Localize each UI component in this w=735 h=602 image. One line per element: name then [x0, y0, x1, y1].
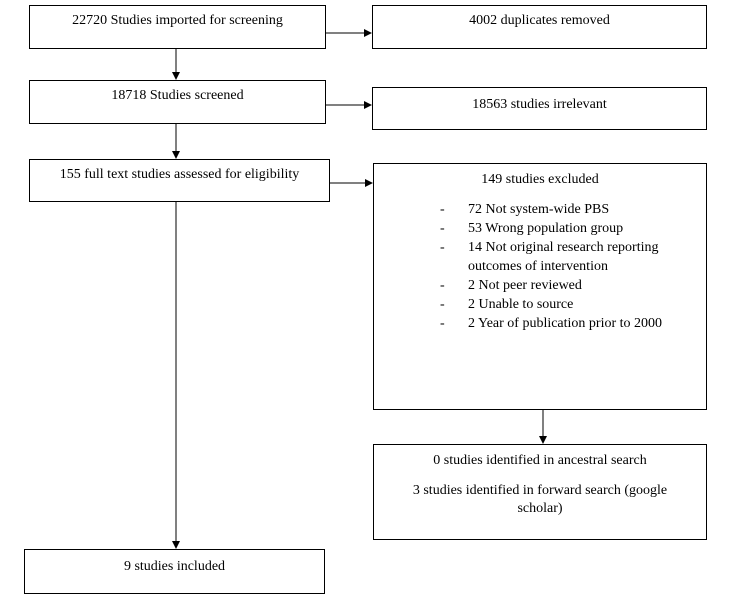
- ancestral-search-label: 0 studies identified in ancestral search: [433, 453, 647, 468]
- forward-search-label: 3 studies identified in forward search (…: [412, 483, 668, 516]
- exclusion-reason-item: - 72 Not system-wide PBS: [374, 200, 706, 219]
- exclusion-reason-text: 53 Wrong population group: [468, 221, 624, 236]
- included-box: 9 studies included: [24, 549, 325, 594]
- excluded-title: 149 studies excluded: [481, 172, 599, 187]
- exclusion-reason-text: 2 Not peer reviewed: [468, 278, 582, 293]
- imported-box: 22720 Studies imported for screening: [29, 5, 326, 49]
- exclusion-reason-text: 2 Unable to source: [468, 297, 574, 312]
- dash-bullet: -: [440, 316, 445, 331]
- exclusion-reason-item: - 14 Not original research reporting outc…: [374, 238, 706, 276]
- irrelevant-label: 18563 studies irrelevant: [472, 97, 607, 112]
- exclusion-reasons-list: - 72 Not system-wide PBS - 53 Wrong popula…: [374, 200, 706, 333]
- included-label: 9 studies included: [123, 559, 226, 574]
- dash-bullet: -: [440, 240, 445, 255]
- fulltext-label: 155 full text studies assessed for eligi…: [59, 167, 300, 182]
- irrelevant-box: 18563 studies irrelevant: [372, 87, 707, 130]
- exclusion-reason-text: 2 Year of publication prior to 2000: [468, 316, 663, 331]
- additional-search-box: 0 studies identified in ancestral search…: [373, 444, 707, 540]
- imported-label: 22720 Studies imported for screening: [72, 13, 283, 28]
- exclusion-reason-item: - 2 Not peer reviewed: [374, 276, 706, 295]
- dash-bullet: -: [440, 297, 445, 312]
- exclusion-reason-item: - 2 Year of publication prior to 2000: [374, 314, 706, 333]
- screened-box: 18718 Studies screened: [29, 80, 326, 124]
- exclusion-reason-item: - 53 Wrong population group: [374, 219, 706, 238]
- excluded-box: 149 studies excluded - 72 Not system-wide…: [373, 163, 707, 410]
- duplicates-label: 4002 duplicates removed: [469, 13, 610, 28]
- fulltext-box: 155 full text studies assessed for eligi…: [29, 159, 330, 202]
- exclusion-reason-text: 72 Not system-wide PBS: [468, 202, 610, 217]
- screened-label: 18718 Studies screened: [111, 88, 244, 103]
- dash-bullet: -: [440, 221, 445, 236]
- duplicates-box: 4002 duplicates removed: [372, 5, 707, 49]
- dash-bullet: -: [440, 278, 445, 293]
- exclusion-reason-item: - 2 Unable to source: [374, 295, 706, 314]
- exclusion-reason-text: 14 Not original research reporting outco…: [468, 240, 659, 274]
- dash-bullet: -: [440, 202, 445, 217]
